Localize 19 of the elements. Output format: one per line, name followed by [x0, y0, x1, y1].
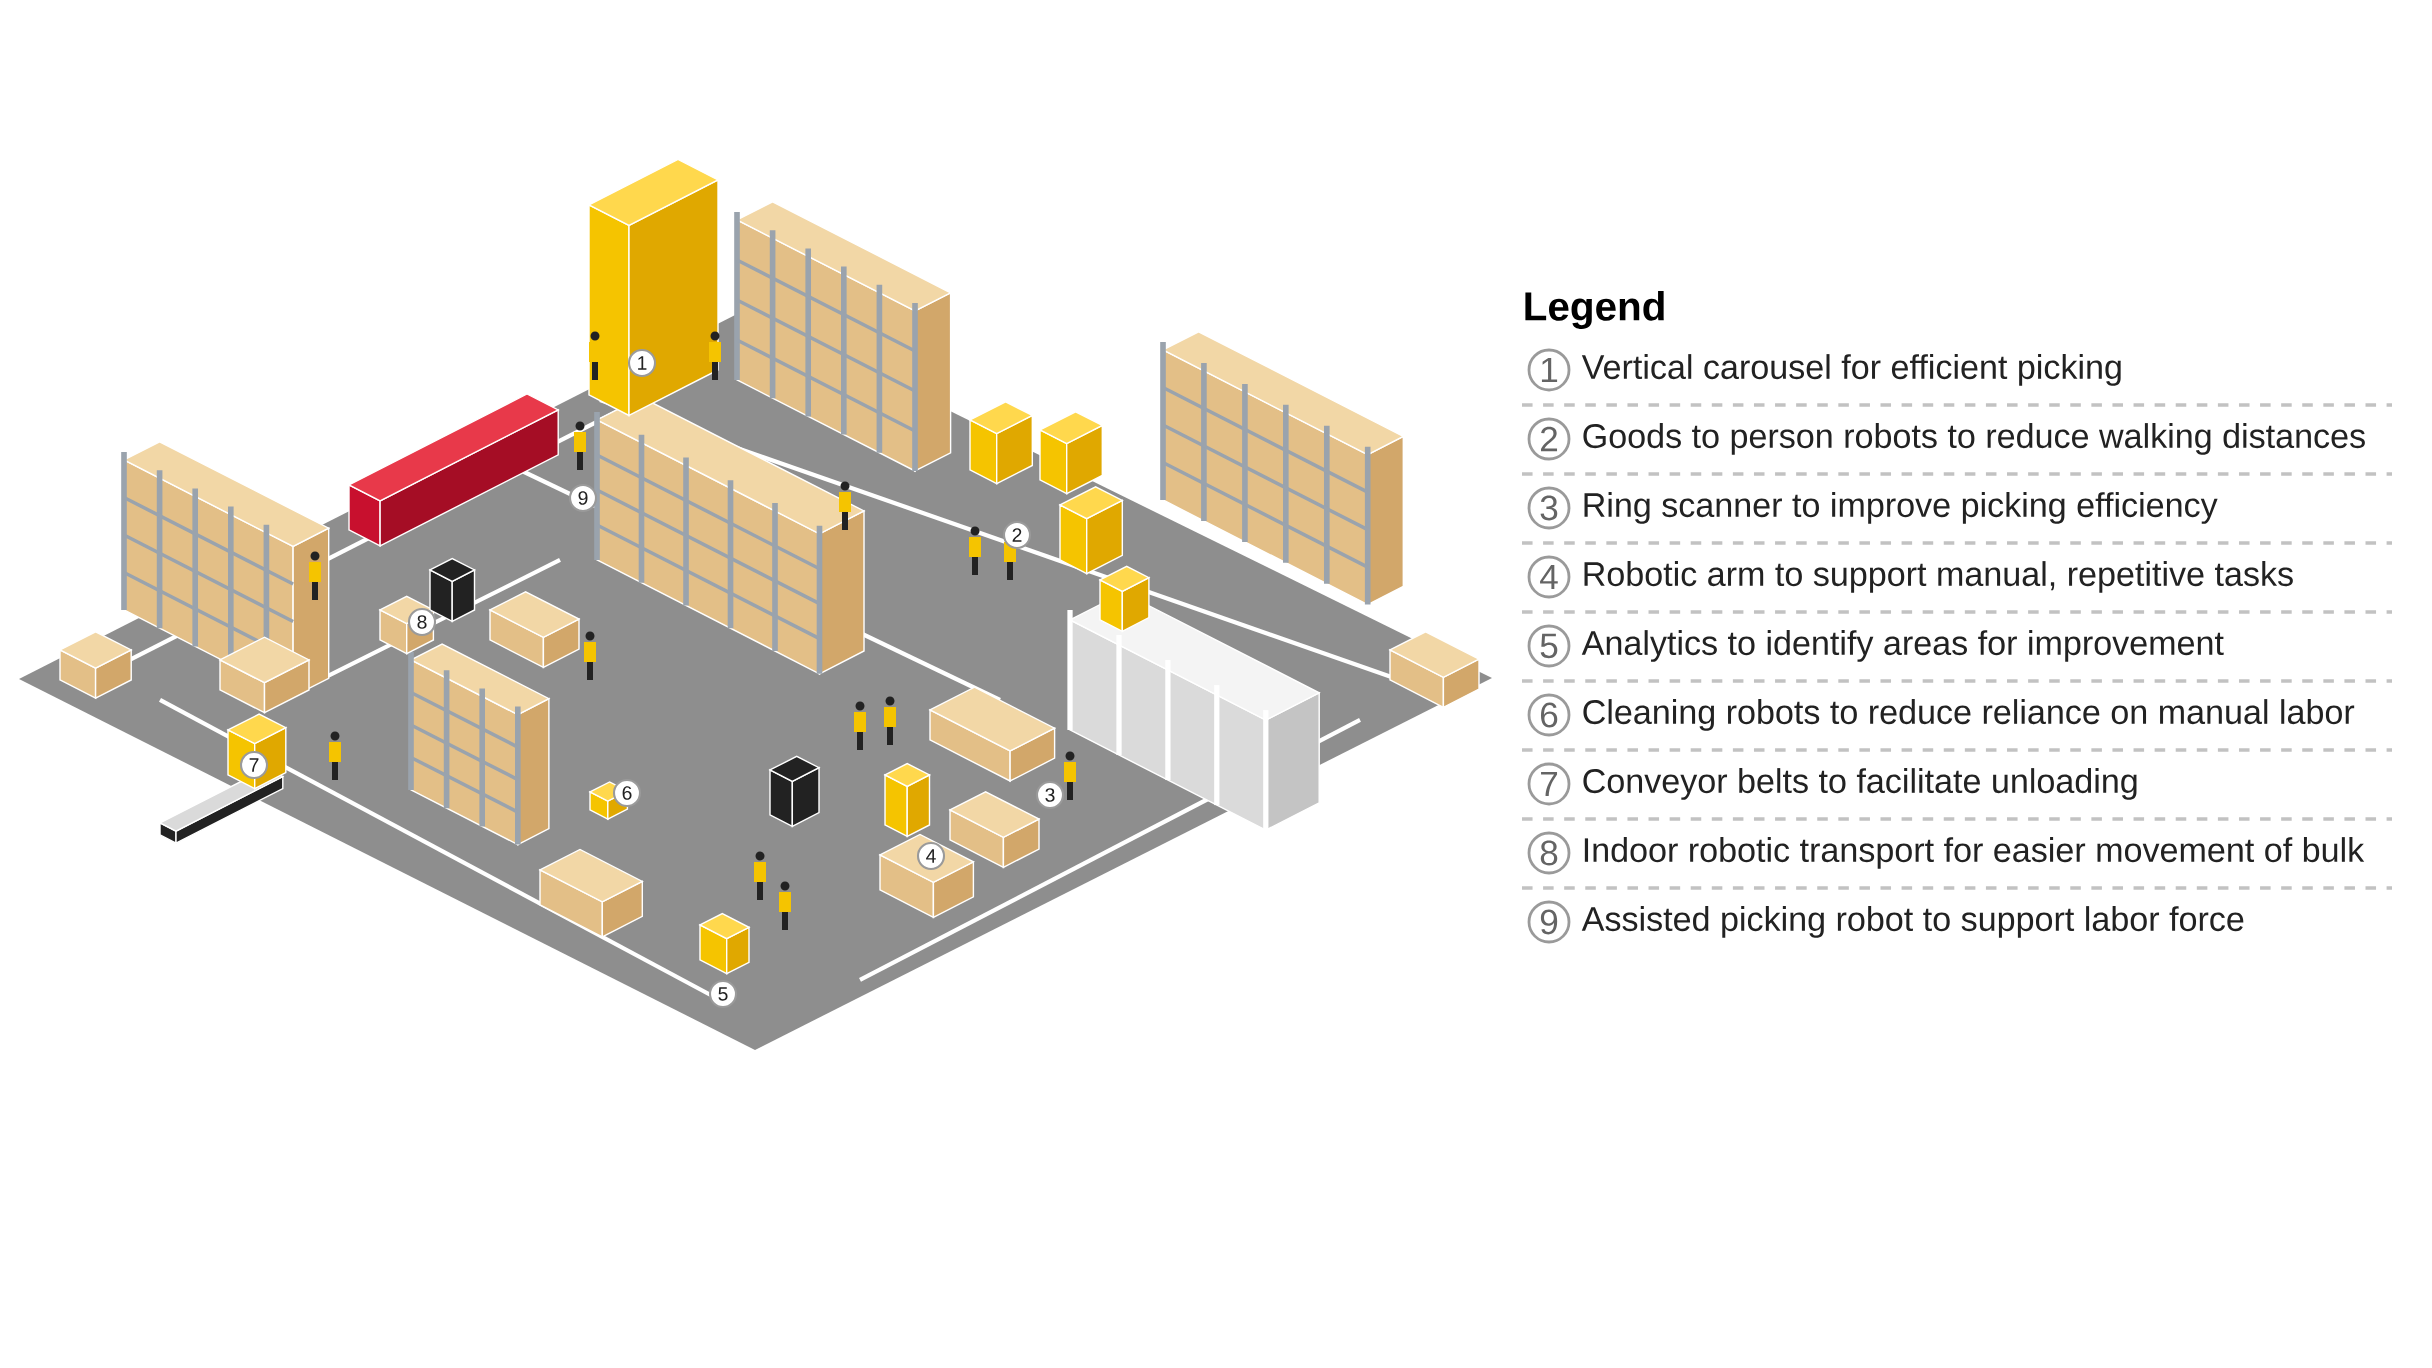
number-badge: 4 — [1527, 555, 1571, 599]
legend-text: Analytics to identify areas for improvement — [1581, 630, 2224, 662]
number-badge: 6 — [1527, 693, 1571, 737]
legend-text: Goods to person robots to reduce walking distances — [1583, 423, 2365, 455]
number-badge: 2 — [1527, 417, 1571, 461]
legend-text: Cleaning robots to reduce reliance on manual labor — [1583, 699, 2355, 731]
legend-text: Indoor robotic transport for easier movement of bulk — [1584, 837, 2365, 869]
legend-heading: Legend — [1525, 291, 1664, 329]
legend-text: Assisted picking robot to support labor force — [1581, 906, 2244, 938]
number-badge: 3 — [1527, 486, 1571, 530]
number-badge: 8 — [1527, 831, 1571, 875]
legend-text: Ring scanner to improve picking efficiency — [1584, 492, 2218, 524]
number-badge: 7 — [1527, 762, 1571, 806]
legend-text: Conveyor belts to facilitate unloading — [1583, 768, 2137, 800]
number-badge: 1 — [1527, 348, 1571, 392]
number-badge: 5 — [1527, 624, 1571, 668]
number-badge: 9 — [1527, 900, 1571, 944]
legend-text: Vertical carousel for efficient picking — [1581, 354, 2121, 386]
legend-text: Robotic arm to support manual, repetitive tasks — [1584, 561, 2293, 593]
